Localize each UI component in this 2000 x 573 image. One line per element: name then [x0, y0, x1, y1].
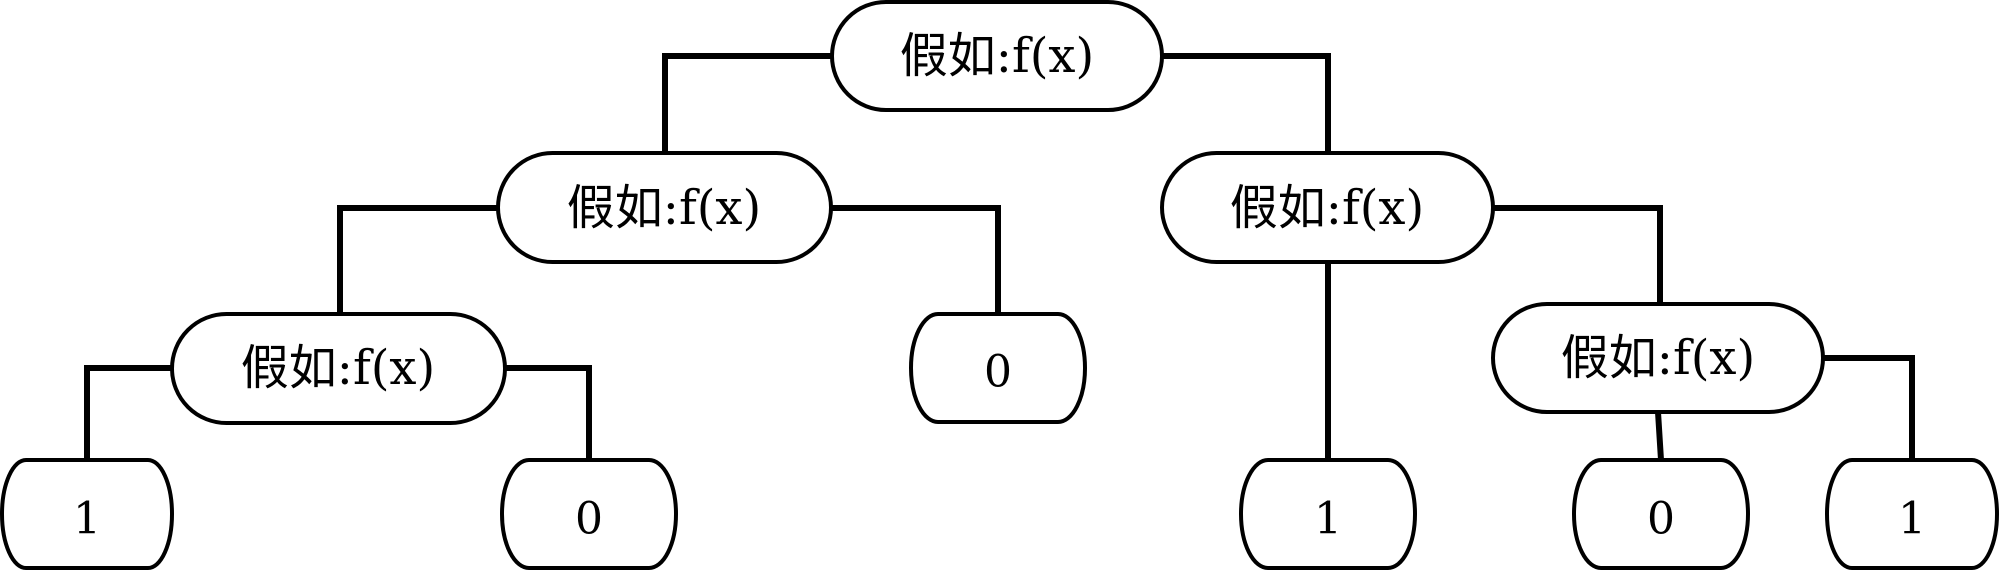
decision-node-left-left-label: 假如:f(x) — [241, 340, 435, 396]
decision-node-right-label: 假如:f(x) — [1230, 180, 1424, 236]
edge-right-to-rightright — [1493, 205, 1663, 304]
leaf-node-left-left-left-label: 1 — [73, 494, 101, 545]
edge-rightright-to-leaf-0 — [1655, 411, 1664, 461]
edge-left-to-leaf-0 — [831, 205, 1001, 314]
leaf-node-left-right-label: 0 — [984, 347, 1012, 398]
decision-node-right-right: 假如:f(x) — [1491, 302, 1825, 414]
leaf-node-left-right: 0 — [909, 312, 1087, 424]
edge-root-to-right — [1162, 53, 1331, 153]
edge-left-to-leftleft — [337, 205, 498, 314]
edge-leftleft-to-leaf-0 — [505, 365, 592, 460]
connectors — [84, 53, 1915, 461]
edge-leftleft-to-leaf-1 — [84, 365, 172, 460]
leaf-node-right-left: 1 — [1239, 458, 1417, 570]
decision-node-left-left: 假如:f(x) — [170, 312, 507, 425]
decision-node-right-right-label: 假如:f(x) — [1561, 330, 1755, 386]
leaf-node-left-left-right: 0 — [500, 458, 678, 570]
leaf-node-right-right-left: 0 — [1572, 458, 1750, 570]
edge-rightright-to-leaf-1 — [1823, 355, 1915, 460]
decision-node-left-label: 假如:f(x) — [567, 180, 761, 236]
decision-node-right: 假如:f(x) — [1160, 151, 1495, 264]
decision-node-root-label: 假如:f(x) — [900, 28, 1094, 84]
edge-root-to-left — [662, 53, 832, 153]
decision-node-left: 假如:f(x) — [496, 151, 833, 264]
leaf-node-right-right-right: 1 — [1825, 458, 1999, 570]
decision-node-root: 假如:f(x) — [830, 0, 1164, 112]
leaf-node-left-left-right-label: 0 — [575, 494, 603, 545]
leaf-node-right-left-label: 1 — [1314, 494, 1342, 545]
leaf-node-right-right-left-label: 0 — [1647, 494, 1675, 545]
leaf-node-left-left-left: 1 — [0, 458, 174, 570]
leaf-node-right-right-right-label: 1 — [1898, 494, 1926, 545]
